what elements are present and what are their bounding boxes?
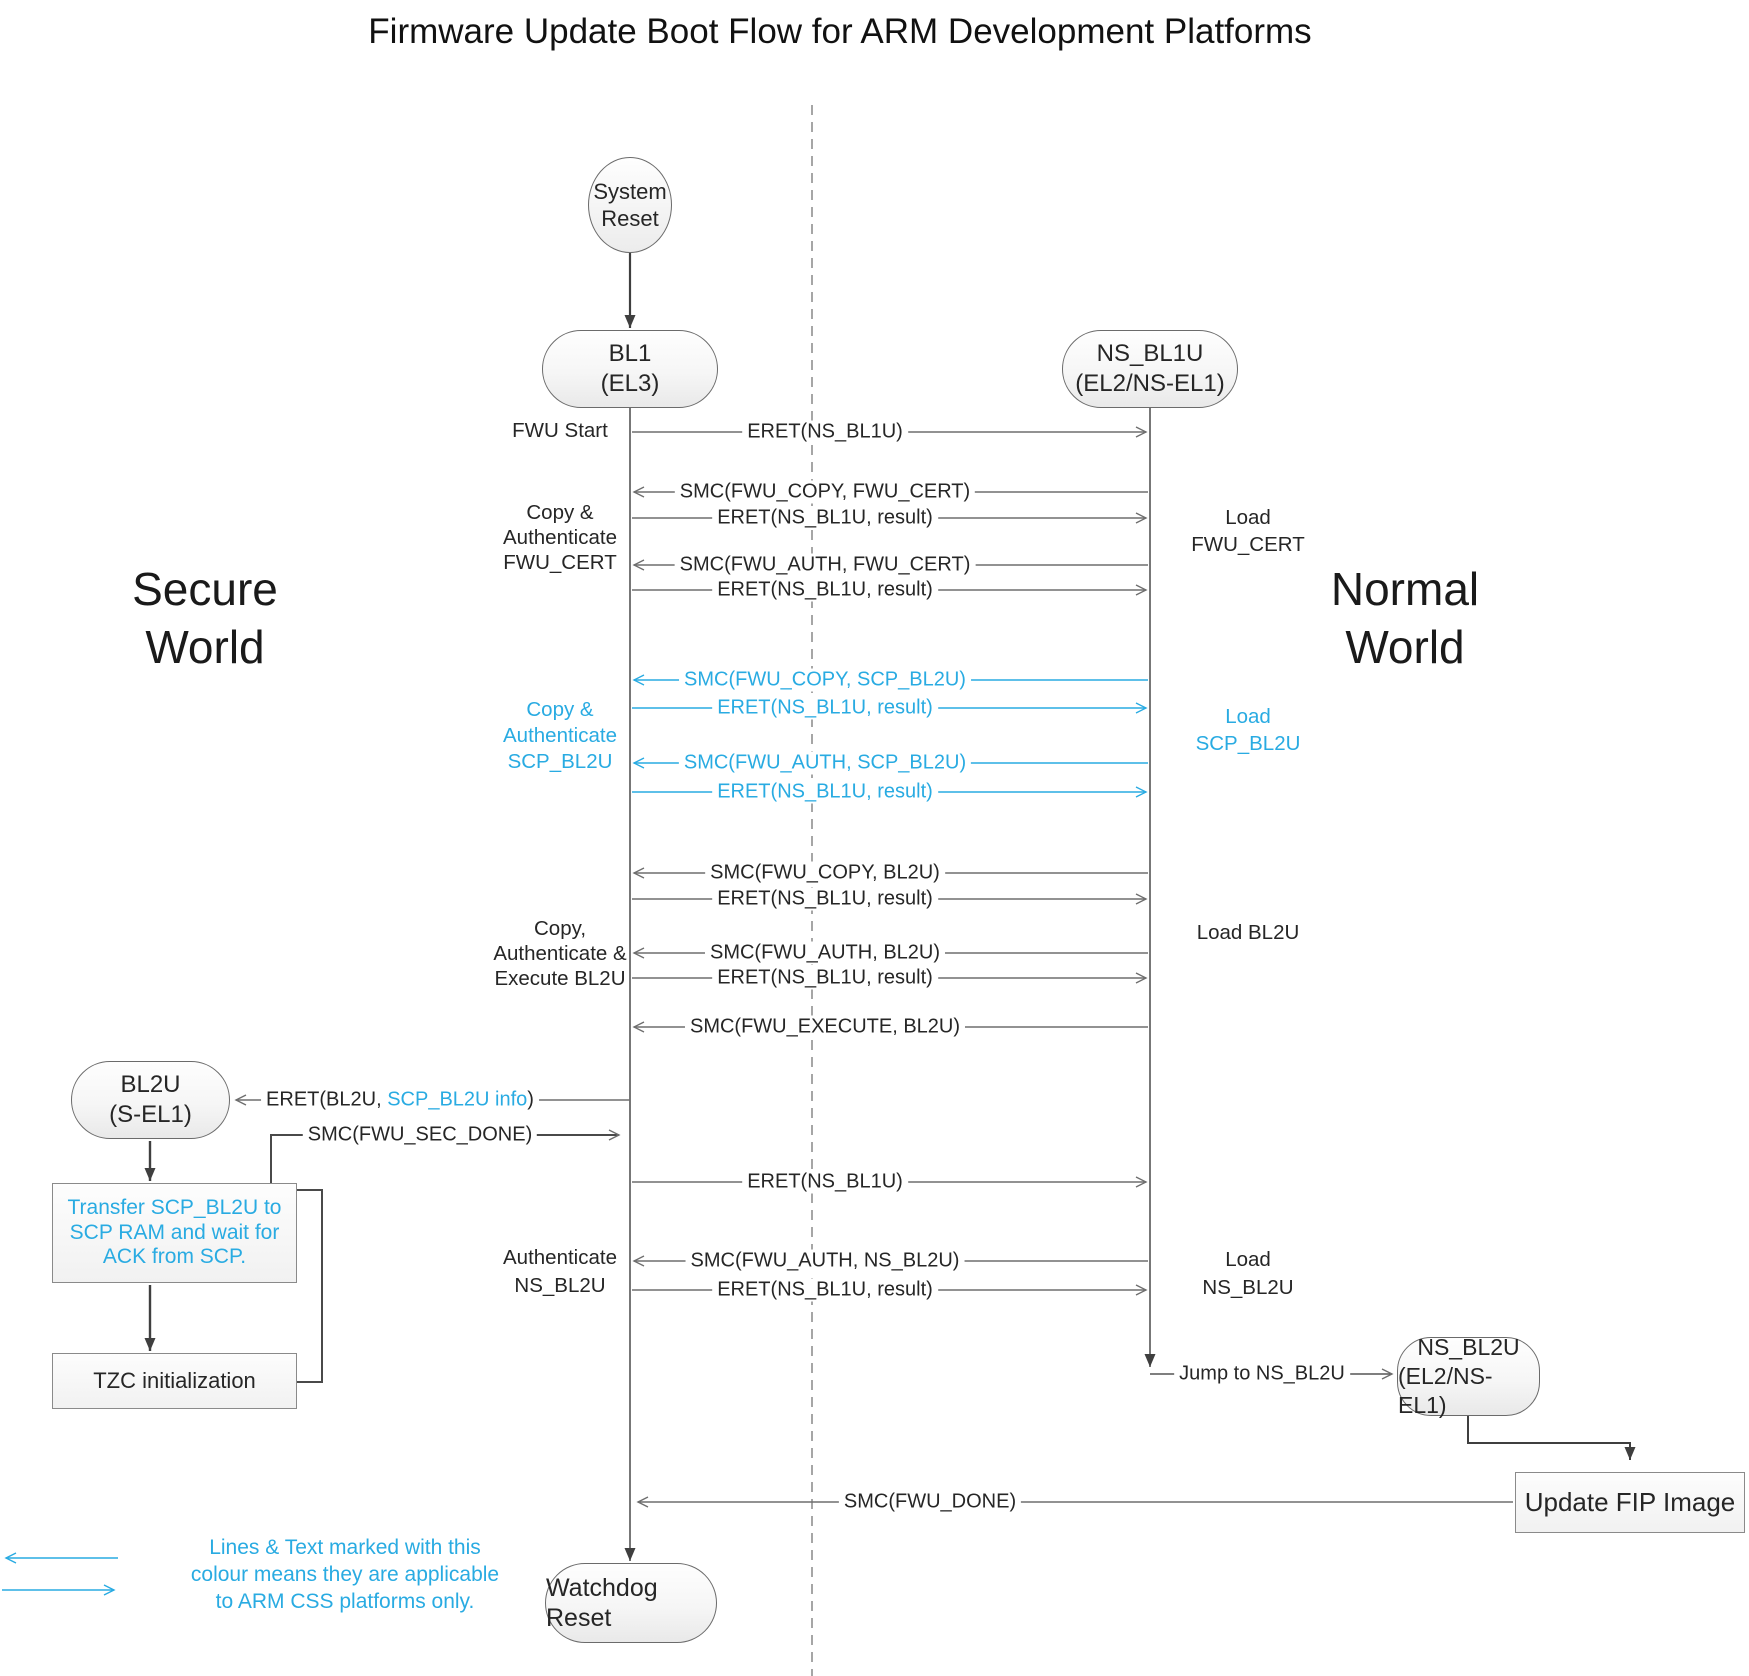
label-line: SCP_BL2U xyxy=(507,750,613,773)
normal-world-line1: Normal xyxy=(1330,563,1480,615)
message-label-eret-bl2u: ERET(BL2U, SCP_BL2U info) xyxy=(261,1088,539,1112)
node-transfer-scp-bl2u: Transfer SCP_BL2U to SCP RAM and wait fo… xyxy=(52,1183,297,1283)
legend-line3: to ARM CSS platforms only. xyxy=(215,1590,475,1613)
transfer-line2: SCP RAM and wait for xyxy=(69,1220,280,1244)
transfer-line3: ACK from SCP. xyxy=(102,1245,247,1269)
watchdog-label: Watchdog Reset xyxy=(546,1574,658,1632)
message-label-smc-sec-done: SMC(FWU_SEC_DONE) xyxy=(302,1123,538,1147)
message-label: SMC(FWU_COPY, FWU_CERT) xyxy=(674,480,976,504)
label-line: Authenticate xyxy=(503,724,617,747)
label-line: Copy & xyxy=(526,698,594,721)
message-label: SMC(FWU_AUTH, NS_BL2U) xyxy=(685,1249,965,1273)
secure-world-line1: Secure xyxy=(132,563,278,615)
message-label: SMC(FWU_COPY, BL2U) xyxy=(705,861,945,885)
node-bl2u: BL2U (S-EL1) xyxy=(71,1061,230,1139)
label-line: Load BL2U xyxy=(1196,921,1300,944)
secure-world-line2: World xyxy=(145,621,265,673)
ns-bl2u-to-update-fip-arrow xyxy=(1467,1416,1636,1460)
jump-to-ns-bl2u-label: Jump to NS_BL2U xyxy=(1174,1362,1350,1386)
eret-bl2u-prefix: ERET(BL2U, xyxy=(266,1088,388,1111)
label-line: Authenticate & xyxy=(493,942,627,965)
node-system-reset: System Reset xyxy=(588,157,672,253)
label-line: Load xyxy=(1225,1248,1271,1271)
side-label-load-scp-bl2u: Load SCP_BL2U xyxy=(1148,703,1348,757)
node-tzc-initialization: TZC initialization xyxy=(52,1353,297,1409)
label-line: Load xyxy=(1225,705,1271,728)
side-label-load-bl2u: Load BL2U xyxy=(1148,920,1348,946)
side-label-copy-auth-scp-bl2u: Copy & Authenticate SCP_BL2U xyxy=(460,697,660,775)
label-line: Authenticate xyxy=(503,1246,617,1269)
label-line: NS_BL2U xyxy=(1202,1276,1294,1299)
label-line: Execute BL2U xyxy=(494,967,626,990)
update-fip-label: Update FIP Image xyxy=(1524,1487,1736,1517)
node-update-fip-image: Update FIP Image xyxy=(1515,1472,1745,1533)
eret-bl2u-suffix: ) xyxy=(527,1088,534,1111)
message-label: SMC(FWU_AUTH, BL2U) xyxy=(704,941,946,965)
label-line: Authenticate xyxy=(503,526,617,549)
legend-line2: colour means they are applicable xyxy=(190,1563,500,1586)
message-label: SMC(FWU_AUTH, SCP_BL2U) xyxy=(678,751,972,775)
side-label-copy-auth-exec-bl2u: Copy, Authenticate & Execute BL2U xyxy=(460,916,660,991)
label-line: Copy, xyxy=(533,917,587,940)
message-label: ERET(NS_BL1U, result) xyxy=(712,780,938,804)
message-label: ERET(NS_BL1U) xyxy=(742,420,908,444)
side-label-fwu-start: FWU Start xyxy=(460,418,660,444)
message-label: ERET(NS_BL1U) xyxy=(742,1170,908,1194)
ns-bl2u-name: NS_BL2U xyxy=(1417,1334,1520,1360)
normal-world-line2: World xyxy=(1345,621,1465,673)
page-title: Firmware Update Boot Flow for ARM Develo… xyxy=(368,12,1312,51)
message-label: SMC(FWU_EXECUTE, BL2U) xyxy=(684,1015,966,1039)
label-line: Copy & xyxy=(526,501,594,524)
tzc-label: TZC initialization xyxy=(93,1368,256,1393)
eret-bl2u-blue-part: SCP_BL2U info xyxy=(387,1088,528,1111)
message-label: ERET(NS_BL1U, result) xyxy=(712,966,938,990)
node-ns-bl1u: NS_BL1U (EL2/NS-EL1) xyxy=(1062,330,1238,408)
ns-bl1u-name: NS_BL1U xyxy=(1096,340,1204,367)
transfer-line1: Transfer SCP_BL2U to xyxy=(67,1196,282,1220)
node-bl1: BL1 (EL3) xyxy=(542,330,718,408)
side-label-load-ns-bl2u: Load NS_BL2U xyxy=(1148,1246,1348,1302)
message-label: ERET(NS_BL1U, result) xyxy=(712,696,938,720)
label-line: FWU_CERT xyxy=(1191,533,1305,556)
legend-text: Lines & Text marked with this colour mea… xyxy=(190,1534,500,1615)
bl2u-el: (S-EL1) xyxy=(109,1101,192,1128)
message-label: ERET(NS_BL1U, result) xyxy=(712,887,938,911)
ns-bl2u-el: (EL2/NS-EL1) xyxy=(1398,1363,1493,1418)
system-reset-line2: Reset xyxy=(601,206,659,231)
bl1-el: (EL3) xyxy=(600,370,660,397)
message-label: SMC(FWU_AUTH, FWU_CERT) xyxy=(674,553,976,577)
bl2u-name: BL2U xyxy=(120,1071,181,1098)
message-label: ERET(NS_BL1U, result) xyxy=(712,506,938,530)
node-ns-bl2u: NS_BL2U (EL2/NS-EL1) xyxy=(1397,1334,1540,1418)
label-line: SCP_BL2U xyxy=(1195,732,1301,755)
side-label-auth-ns-bl2u: Authenticate NS_BL2U xyxy=(460,1244,660,1300)
side-label-copy-auth-fwu-cert: Copy & Authenticate FWU_CERT xyxy=(460,500,660,575)
legend-line1: Lines & Text marked with this xyxy=(209,1536,481,1559)
message-label: SMC(FWU_COPY, SCP_BL2U) xyxy=(679,668,971,692)
label-line: Load xyxy=(1225,506,1271,529)
label-line: NS_BL2U xyxy=(514,1274,606,1297)
normal-world-label: Normal World xyxy=(1275,560,1535,676)
node-watchdog-reset: Watchdog Reset xyxy=(545,1563,717,1643)
ns-bl1u-el: (EL2/NS-EL1) xyxy=(1075,370,1225,397)
bl1-name: BL1 xyxy=(608,340,652,367)
label-line: FWU_CERT xyxy=(503,551,617,574)
system-reset-line1: System xyxy=(593,179,667,204)
side-label-load-fwu-cert: Load FWU_CERT xyxy=(1148,504,1348,558)
fwu-start-line: FWU Start xyxy=(512,419,608,442)
message-label: ERET(NS_BL1U, result) xyxy=(712,578,938,602)
message-label: SMC(FWU_DONE) xyxy=(838,1490,1022,1514)
secure-world-label: Secure World xyxy=(75,560,335,676)
message-label: ERET(NS_BL1U, result) xyxy=(712,1278,938,1302)
